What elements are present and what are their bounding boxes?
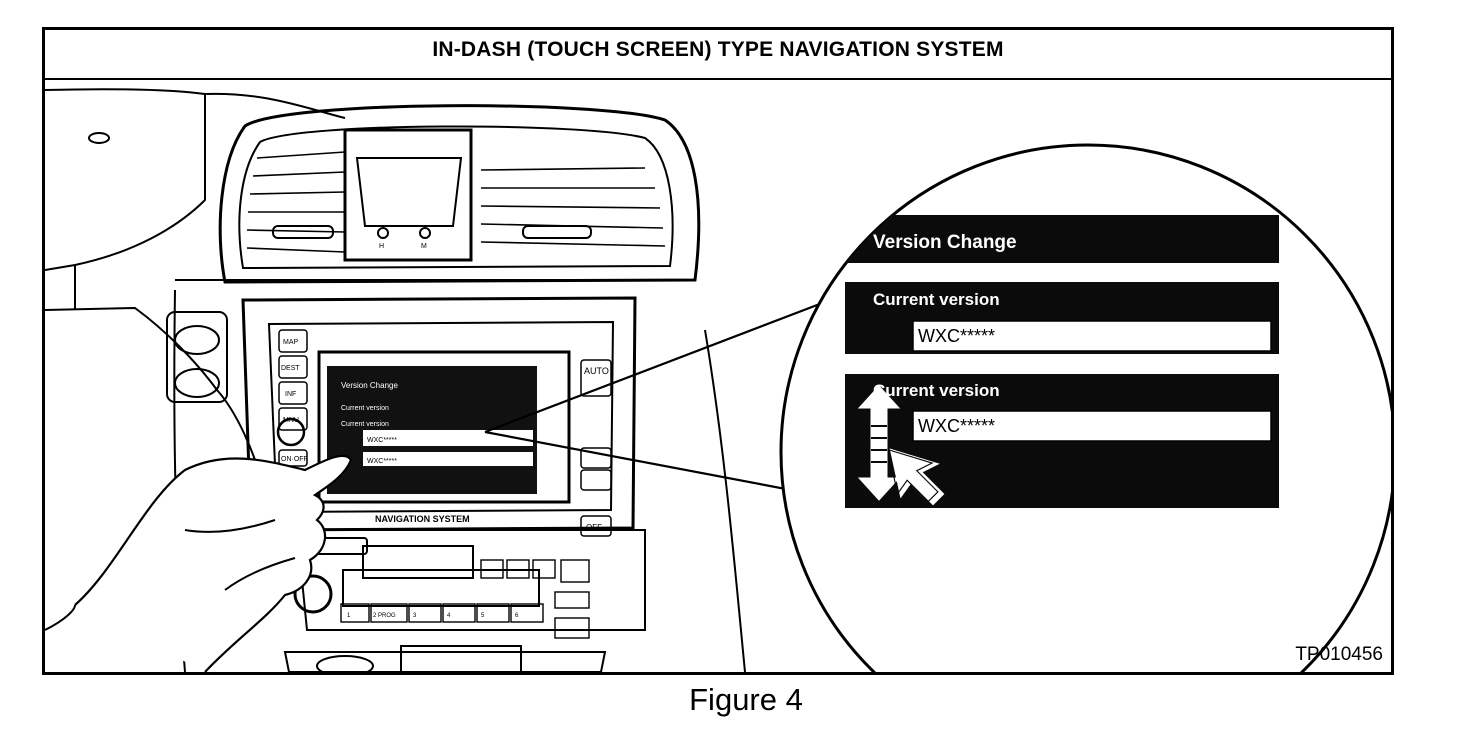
small-screen-section1-value: WXC***** [367,437,397,444]
navigation-system-label: NAVIGATION SYSTEM [375,514,470,524]
preset-3-label: 3 [413,613,417,619]
zoom-section2-label: Current version [873,381,1000,400]
small-screen-section1-label: Current version [341,405,389,412]
zoom-screen-header: Version Change [873,232,1017,253]
preset-4-label: 4 [447,613,451,619]
small-screen-section2-value: WXC***** [367,458,397,465]
zoom-section1-label: Current version [873,290,1000,309]
zoom-section2-value: WXC***** [918,416,995,436]
dash-screw-icon [88,132,110,144]
zoom-section1-value: WXC***** [918,326,995,346]
up-down-arrow-icon [857,385,901,501]
map-button-label: MAP [283,339,299,346]
preset-2-label: 2 PROG [373,613,396,619]
inf-button-label: INF [285,391,296,398]
on-off-button-label: ON·OFF [281,456,308,463]
off-button-label: OFF [586,523,602,532]
dashboard-illustration: Version Change Current version WXC***** … [45,88,1391,672]
title-divider [45,78,1391,80]
small-screen-section2-label: Current version [341,421,389,428]
mnu-button-label: MNU [283,417,299,424]
dest-button-label: DEST [281,365,300,372]
preset-1-label: 1 [347,613,351,619]
figure-title: IN-DASH (TOUCH SCREEN) TYPE NAVIGATION S… [432,38,1004,61]
clock-minute-mark: M [421,243,427,250]
clock-hour-mark: H [379,243,384,250]
figure-caption: Figure 4 [689,682,803,717]
pointer-cursor-icon [887,448,945,506]
small-screen-header: Version Change [341,381,398,390]
figure-frame: IN-DASH (TOUCH SCREEN) TYPE NAVIGATION S… [42,27,1394,675]
preset-6-label: 6 [515,613,519,619]
auto-button-label: AUTO [584,366,609,376]
preset-5-label: 5 [481,613,485,619]
reference-code: TP010456 [1295,644,1383,665]
